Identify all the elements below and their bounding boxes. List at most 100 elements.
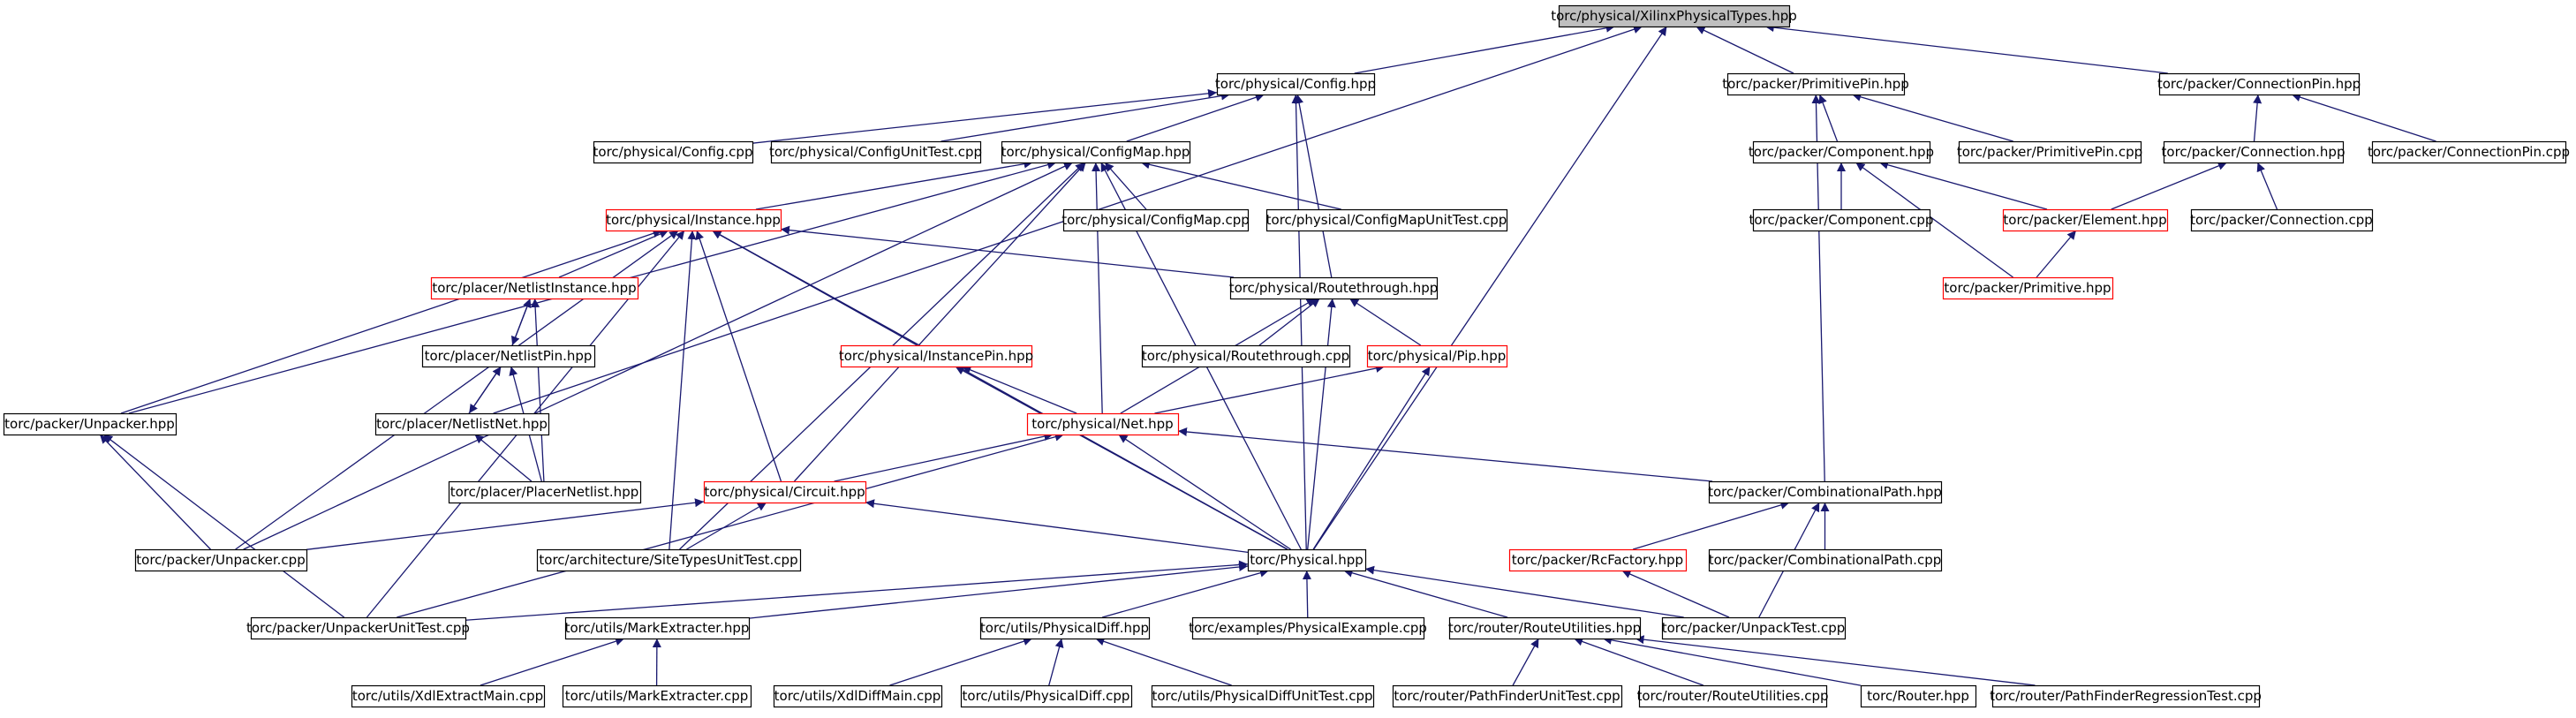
node-netlistinst-hpp[interactable]: torc/placer/NetlistInstance.hpp — [430, 276, 639, 300]
edge-physical-hpp-to-instancepin-hpp — [955, 366, 1288, 550]
node-markextracter-hpp[interactable]: torc/utils/MarkExtracter.hpp — [565, 616, 751, 640]
node-box — [536, 548, 802, 572]
node-primpin-hpp[interactable]: torc/packer/PrimitivePin.hpp — [1722, 72, 1909, 96]
node-physicaldiff-hpp[interactable]: torc/utils/PhysicalDiff.hpp — [979, 616, 1151, 640]
node-box — [351, 684, 546, 708]
edge-physical-hpp-to-routethrough-hpp — [1307, 298, 1336, 550]
node-connpin-cpp[interactable]: torc/packer/ConnectionPin.cpp — [2368, 140, 2570, 164]
node-label: torc/placer/NetlistPin.hpp — [425, 348, 593, 364]
node-pathfinderreg-cpp[interactable]: torc/router/PathFinderRegressionTest.cpp — [1990, 684, 2262, 708]
node-instance-hpp[interactable]: torc/physical/Instance.hpp — [605, 208, 782, 232]
node-box — [250, 616, 467, 640]
node-label: torc/router/RouteUtilities.hpp — [1448, 620, 1641, 636]
node-pip-hpp[interactable]: torc/physical/Pip.hpp — [1366, 344, 1508, 368]
node-placernetlist-hpp[interactable]: torc/placer/PlacerNetlist.hpp — [448, 480, 642, 504]
node-routeutilities-hpp[interactable]: torc/router/RouteUtilities.hpp — [1448, 616, 1641, 640]
node-netlistpin-hpp[interactable]: torc/placer/NetlistPin.hpp — [421, 344, 596, 368]
node-unpackerut-cpp[interactable]: torc/packer/UnpackerUnitTest.cpp — [246, 616, 470, 640]
node-label: torc/placer/NetlistInstance.hpp — [432, 280, 636, 296]
node-markextracter-cpp[interactable]: torc/utils/MarkExtracter.cpp — [562, 684, 752, 708]
edge-physicalexample-cpp-to-physical-hpp — [1302, 570, 1311, 618]
node-config-hpp[interactable]: torc/physical/Config.hpp — [1215, 72, 1376, 96]
node-box — [1726, 72, 1906, 96]
node-netlistnet-hpp[interactable]: torc/placer/NetlistNet.hpp — [374, 412, 550, 436]
node-unpacktest-cpp[interactable]: torc/packer/UnpackTest.cpp — [1662, 616, 1847, 640]
node-box — [1860, 684, 1977, 708]
node-sitetypesut-cpp[interactable]: torc/architecture/SiteTypesUnitTest.cpp — [536, 548, 802, 572]
node-config-cpp[interactable]: torc/physical/Config.cpp — [593, 140, 754, 164]
edge-physical-hpp-to-pip-hpp — [1312, 366, 1431, 550]
node-connection-hpp[interactable]: torc/packer/Connection.hpp — [2162, 140, 2346, 164]
node-combpath-hpp[interactable]: torc/packer/CombinationalPath.hpp — [1708, 480, 1943, 504]
edge-unpackerut-cpp-to-physical-hpp — [465, 560, 1249, 621]
edge-physical-hpp-to-net-hpp — [1118, 434, 1291, 550]
node-label: torc/physical/Circuit.hpp — [704, 484, 865, 500]
node-label: torc/Physical.hpp — [1250, 552, 1364, 568]
node-connpin-hpp[interactable]: torc/packer/ConnectionPin.hpp — [2157, 72, 2361, 96]
node-pathfinderut-cpp[interactable]: torc/router/PathFinderUnitTest.cpp — [1392, 684, 1623, 708]
node-box — [1026, 412, 1180, 436]
node-box — [1708, 480, 1943, 504]
node-label: torc/physical/ConfigMap.cpp — [1061, 212, 1250, 228]
node-label: torc/physical/Routethrough.cpp — [1142, 348, 1349, 364]
node-element-hpp[interactable]: torc/packer/Element.hpp — [2002, 208, 2169, 232]
edge-unpackerut-cpp-to-unpacker-hpp — [102, 434, 345, 618]
node-box — [1366, 344, 1508, 368]
node-box — [773, 684, 943, 708]
edge-placernetlist-hpp-to-netlistnet-hpp — [474, 434, 533, 482]
node-physical-hpp[interactable]: torc/Physical.hpp — [1247, 548, 1367, 572]
node-box — [1216, 72, 1376, 96]
edge-primpin-cpp-to-primpin-hpp — [1852, 92, 2013, 142]
edge-net-hpp-to-pip-hpp — [1154, 364, 1386, 414]
edge-instance-hpp-to-configmap-hpp — [755, 159, 1033, 210]
node-routeutilities-cpp[interactable]: torc/router/RouteUtilities.cpp — [1636, 684, 1829, 708]
node-configmap-cpp[interactable]: torc/physical/ConfigMap.cpp — [1061, 208, 1250, 232]
node-component-cpp[interactable]: torc/packer/Component.cpp — [1749, 208, 1934, 232]
node-physicaldiff-cpp[interactable]: torc/utils/PhysicalDiff.cpp — [960, 684, 1133, 708]
node-box — [562, 684, 752, 708]
node-label: torc/physical/Config.hpp — [1215, 76, 1376, 92]
node-box — [960, 684, 1133, 708]
node-connection-cpp[interactable]: torc/packer/Connection.cpp — [2190, 208, 2374, 232]
edge-rcfactory-hpp-to-combpath-hpp — [1632, 501, 1790, 550]
edge-configmap-cpp-to-configmap-hpp — [1104, 162, 1147, 210]
edge-config-hpp-to-root — [1354, 23, 1615, 74]
node-label: torc/packer/UnpackerUnitTest.cpp — [246, 620, 470, 636]
edge-physicaldiff-hpp-to-physical-hpp — [1102, 568, 1269, 618]
node-box — [2002, 208, 2169, 232]
node-root[interactable]: torc/physical/XilinxPhysicalTypes.hpp — [1551, 4, 1797, 28]
node-physicalexample-cpp[interactable]: torc/examples/PhysicalExample.cpp — [1189, 616, 1427, 640]
node-label: torc/packer/Connection.hpp — [2162, 144, 2346, 160]
node-label: torc/utils/MarkExtracter.hpp — [565, 620, 750, 636]
edge-pip-hpp-to-routethrough-hpp — [1348, 298, 1422, 346]
node-router-hpp[interactable]: torc/Router.hpp — [1860, 684, 1977, 708]
node-unpacker-cpp[interactable]: torc/packer/Unpacker.cpp — [134, 548, 308, 572]
node-label: torc/router/PathFinderUnitTest.cpp — [1394, 688, 1620, 704]
node-unpacker-hpp[interactable]: torc/packer/Unpacker.hpp — [3, 412, 178, 436]
node-xdldiffmain-cpp[interactable]: torc/utils/XdlDiffMain.cpp — [773, 684, 943, 708]
node-routethrough-cpp[interactable]: torc/physical/Routethrough.cpp — [1142, 344, 1351, 368]
node-routethrough-hpp[interactable]: torc/physical/Routethrough.hpp — [1229, 276, 1439, 300]
node-instancepin-hpp[interactable]: torc/physical/InstancePin.hpp — [839, 344, 1033, 368]
node-physicaldiffut-cpp[interactable]: torc/utils/PhysicalDiffUnitTest.cpp — [1151, 684, 1375, 708]
edge-unpacker-cpp-to-configmap-hpp — [243, 162, 1074, 550]
node-xdlextractmain-cpp[interactable]: torc/utils/XdlExtractMain.cpp — [351, 684, 546, 708]
node-box — [3, 412, 178, 436]
node-circuit-hpp[interactable]: torc/physical/Circuit.hpp — [703, 480, 867, 504]
node-configmap-hpp[interactable]: torc/physical/ConfigMap.hpp — [1001, 140, 1191, 164]
node-primitive-hpp[interactable]: torc/packer/Primitive.hpp — [1942, 276, 2114, 300]
node-label: torc/packer/Element.hpp — [2003, 212, 2166, 228]
node-configut-cpp[interactable]: torc/physical/ConfigUnitTest.cpp — [769, 140, 982, 164]
node-primpin-cpp[interactable]: torc/packer/PrimitivePin.cpp — [1957, 140, 2142, 164]
edge-primpin-hpp-to-root — [1696, 26, 1794, 74]
node-net-hpp[interactable]: torc/physical/Net.hpp — [1026, 412, 1180, 436]
edge-net-hpp-to-configmap-hpp — [1092, 162, 1103, 414]
node-label: torc/physical/Routethrough.hpp — [1229, 280, 1439, 296]
edge-config-cpp-to-config-hpp — [752, 88, 1218, 144]
node-configmaput-cpp[interactable]: torc/physical/ConfigMapUnitTest.cpp — [1266, 208, 1508, 232]
node-box — [770, 140, 982, 164]
node-rcfactory-hpp[interactable]: torc/packer/RcFactory.hpp — [1508, 548, 1688, 572]
node-component-hpp[interactable]: torc/packer/Component.hpp — [1749, 140, 1934, 164]
node-combpath-cpp[interactable]: torc/packer/CombinationalPath.cpp — [1709, 548, 1943, 572]
node-box — [2190, 208, 2374, 232]
